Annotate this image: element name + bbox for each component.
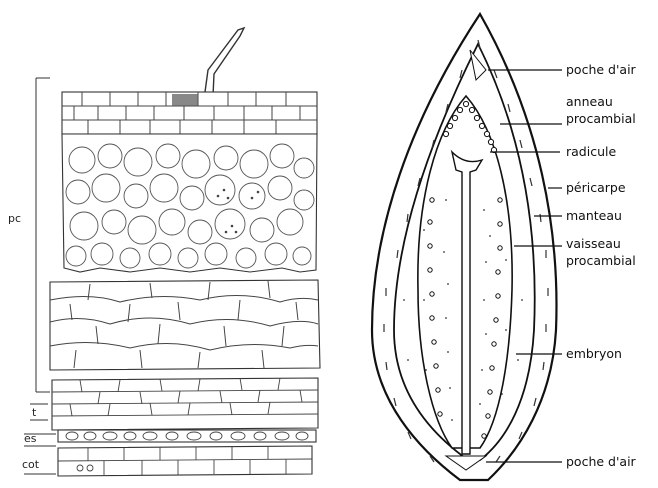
seed-section-drawing xyxy=(372,14,556,480)
mesophyll-band xyxy=(50,280,320,370)
label-t: t xyxy=(32,406,37,419)
label-radicle: radicule xyxy=(566,144,616,159)
trichome-hair xyxy=(205,28,244,96)
label-pc: pc xyxy=(8,212,21,225)
side-brackets xyxy=(24,78,56,474)
label-es: es xyxy=(24,432,37,445)
label-embryo: embryon xyxy=(566,346,622,361)
label-procambial-vessel-line2: procambial xyxy=(566,253,636,268)
label-procambial-vessel-line1: vaisseau xyxy=(566,236,621,251)
label-procambial-ring-line1: anneau xyxy=(566,94,613,109)
stomata-patch xyxy=(172,94,198,106)
label-cot: cot xyxy=(22,458,40,471)
label-air-pocket-top: poche d'air xyxy=(566,62,637,77)
tissue-section-drawing xyxy=(24,28,320,476)
label-procambial-ring-line2: procambial xyxy=(566,111,636,126)
label-mantle: manteau xyxy=(566,208,622,223)
label-air-pocket-bottom: poche d'air xyxy=(566,454,637,469)
label-pericarp: péricarpe xyxy=(566,180,626,195)
parenchyma-outline xyxy=(62,134,317,272)
